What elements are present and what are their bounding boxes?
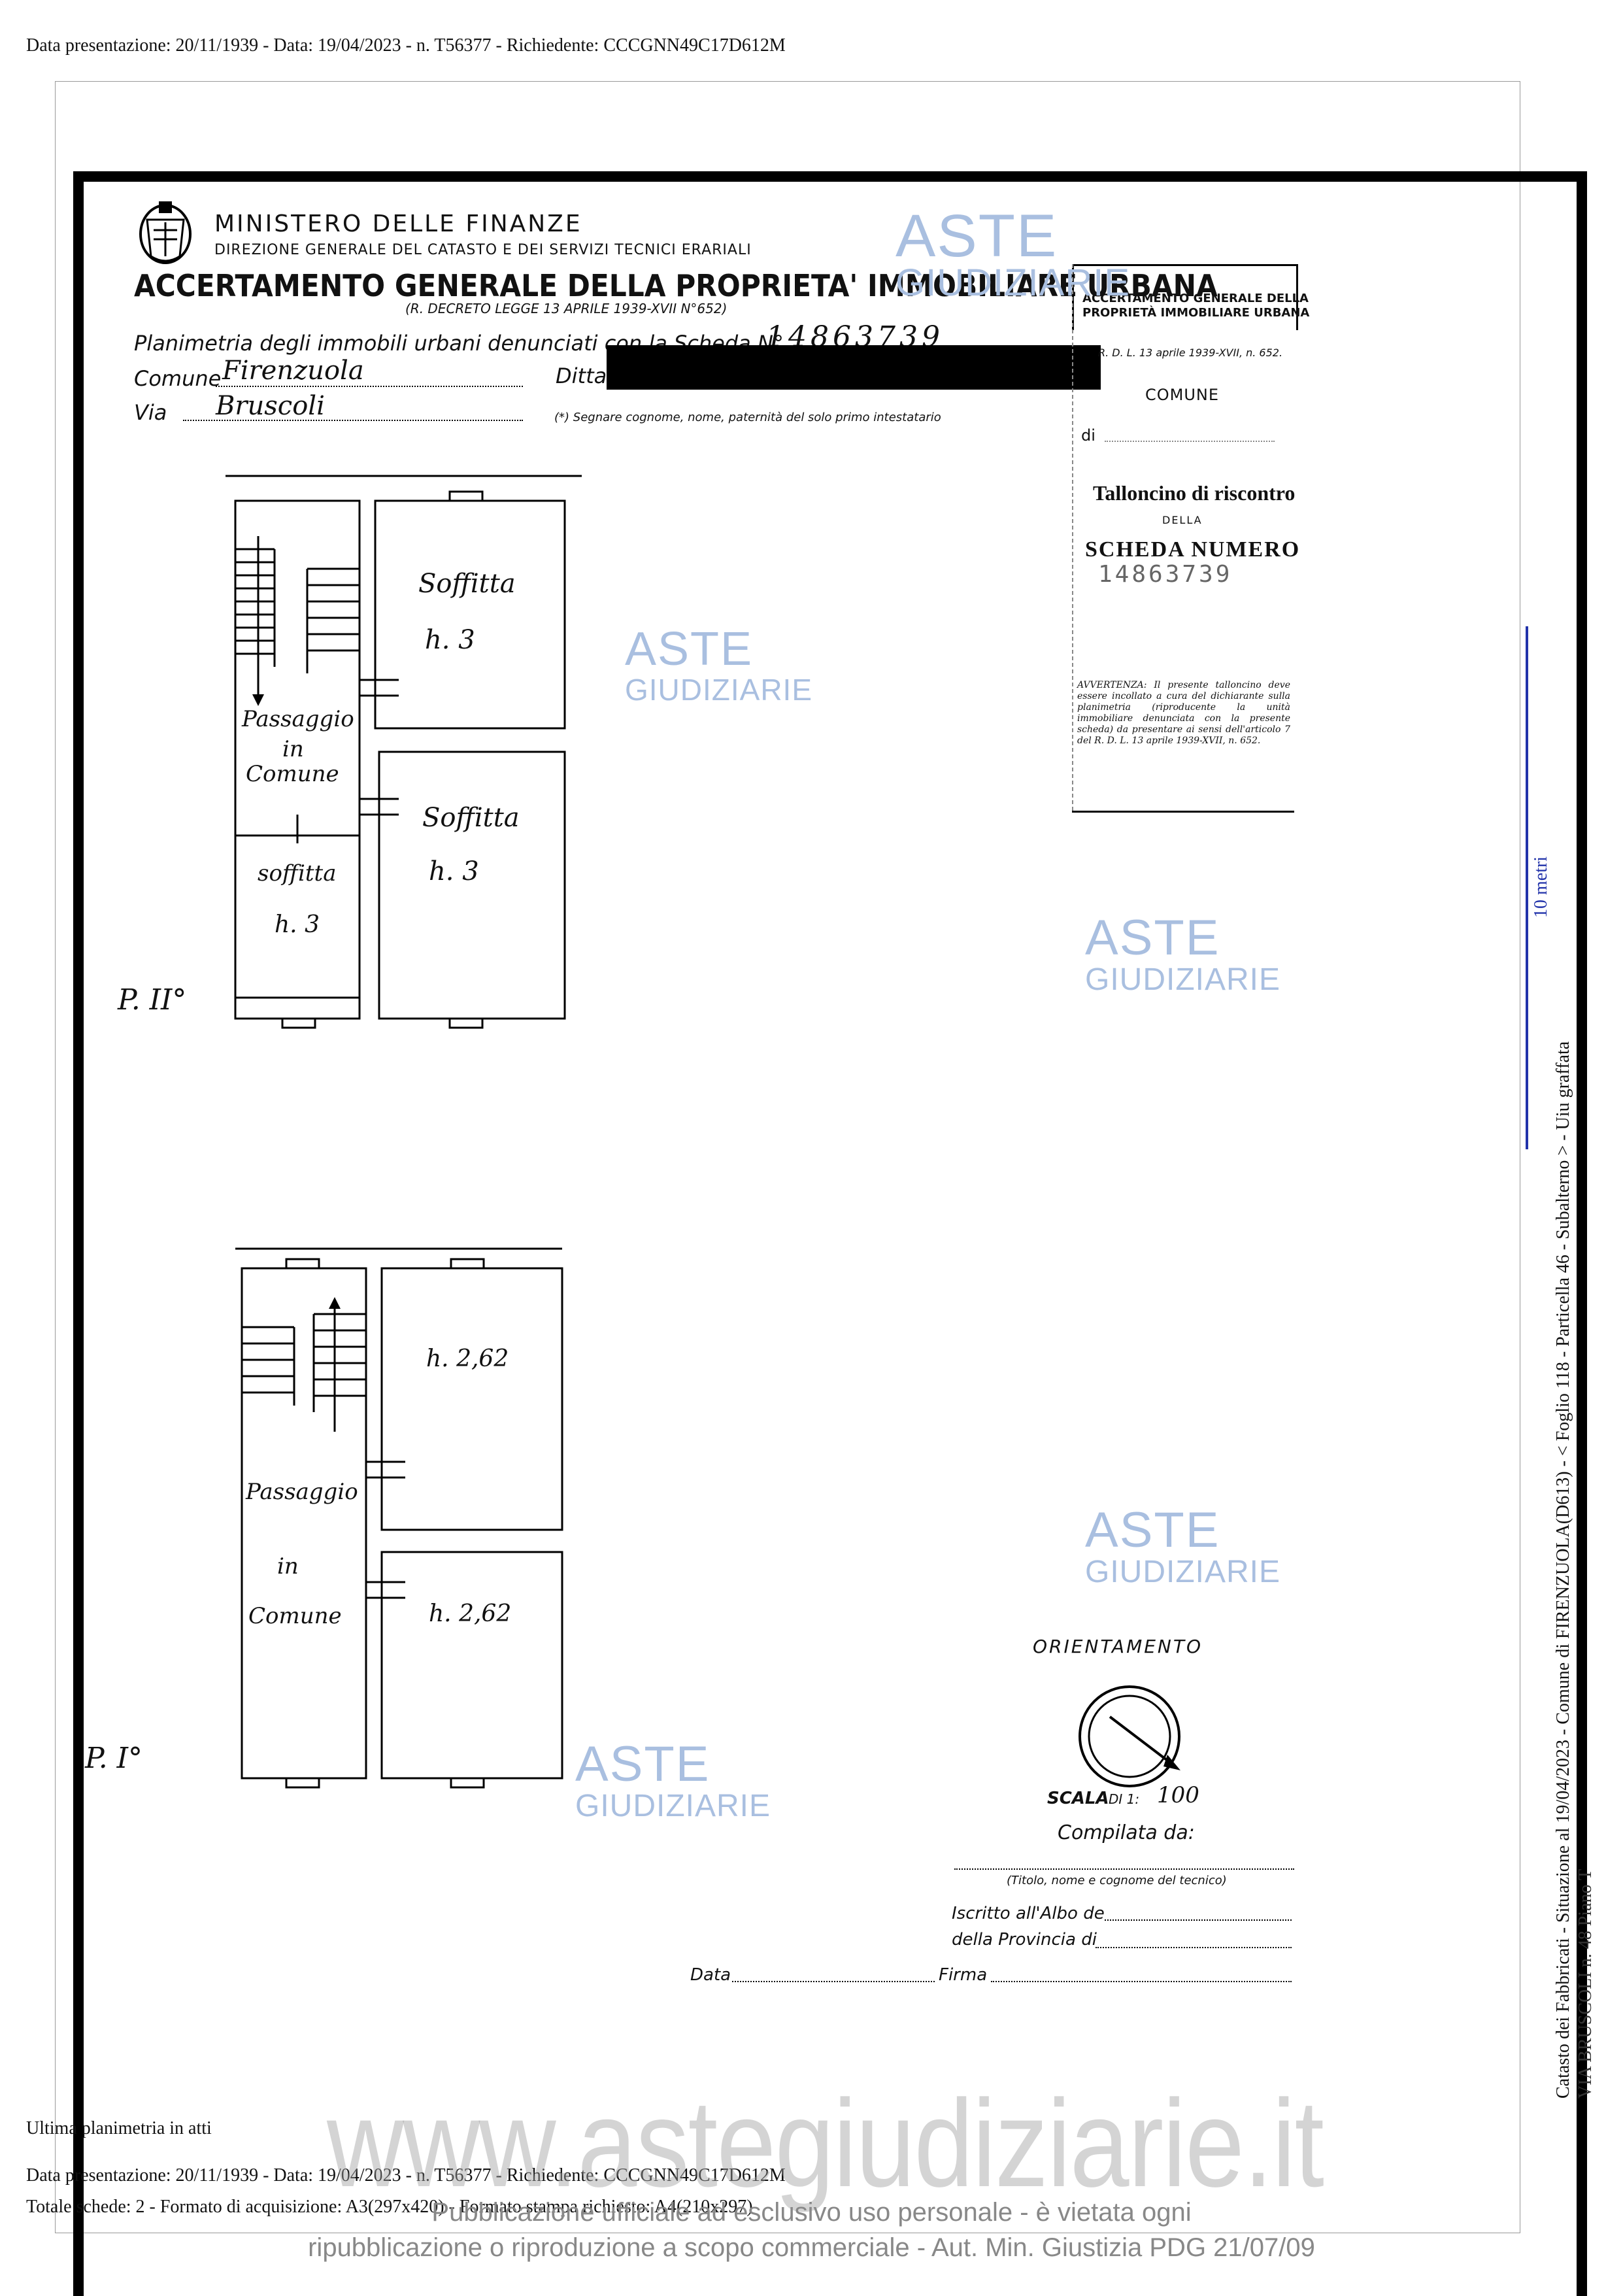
document-title: ACCERTAMENTO GENERALE DELLA PROPRIETA' I… [134, 268, 1218, 303]
room-lower-2 [380, 1551, 563, 1780]
watermark-logo-3: ASTE GIUDIZIARIE [1085, 910, 1281, 998]
corridor-lower [241, 1267, 367, 1780]
tecnico-underline [954, 1868, 1294, 1870]
stub-rdl: R. D. L. 13 aprile 1939-XVII, n. 652. [1098, 346, 1283, 359]
iscritto-albo: Iscritto all'Albo de [952, 1904, 1105, 1923]
stub-di: di [1081, 426, 1096, 445]
floor-plan-lower [235, 1247, 563, 1789]
footer-totale-line: Totale schede: 2 - Formato di acquisizio… [26, 2197, 753, 2217]
lower-room2-height: h. 2,62 [429, 1600, 512, 1627]
ministero-heading: MINISTERO DELLE FINANZE [214, 211, 582, 237]
upper-room3-height: h. 3 [275, 911, 320, 938]
redaction-bar [607, 345, 1101, 390]
firma-label: Firma [939, 1965, 988, 1985]
room-lower-1 [380, 1267, 563, 1531]
via-value: Bruscoli [216, 391, 325, 421]
top-info-line: Data presentazione: 20/11/1939 - Data: 1… [26, 35, 786, 56]
ditta-label: Ditta [556, 363, 607, 388]
pub-notice-line1: Pubblicazione ufficiale ad esclusivo uso… [431, 2198, 1192, 2227]
comune-label: Comune [134, 366, 222, 391]
crop-frame [55, 81, 1520, 2233]
scale-bar [1526, 626, 1528, 1149]
watermark-logo-top: ASTE GIUDIZIARIE [895, 203, 1131, 304]
site-watermark: www.astegiudiziarie.it [327, 2074, 1324, 2213]
lower-room1-height: h. 2,62 [426, 1345, 509, 1372]
comune-underline [216, 386, 523, 387]
side-catasto-text: Catasto dei Fabbricati - Situazione al 1… [1553, 1041, 1573, 2099]
comune-value: Firenzuola [222, 356, 364, 386]
floor-plan-upper [226, 475, 582, 1029]
compass-icon [1079, 1685, 1180, 1787]
watermark-logo-5: ASTE GIUDIZIARIE [575, 1736, 771, 1824]
room-soffitta-1 [374, 499, 566, 730]
watermark-logo-2: ASTE GIUDIZIARIE [625, 623, 813, 707]
stairs-upper [235, 536, 360, 706]
upper-room3-name: soffitta [258, 860, 337, 886]
stub-talloncino: Talloncino di riscontro [1093, 481, 1296, 505]
footer-ultima: Ultima planimetria in atti [26, 2118, 212, 2138]
stub-left-rule [1072, 264, 1073, 811]
upper-corridor-line1: Passaggio [242, 706, 354, 732]
footer-data-line: Data presentazione: 20/11/1939 - Data: 1… [26, 2165, 786, 2186]
emblem-icon [139, 201, 192, 264]
decreto-reference: (R. DECRETO LEGGE 13 APRILE 1939-XVII N°… [405, 301, 728, 316]
orientamento-title: ORIENTAMENTO [1033, 1636, 1203, 1657]
lower-corridor-line1: Passaggio [246, 1479, 358, 1505]
upper-room2-name: Soffitta [422, 803, 520, 833]
stub-scheda-numero: SCHEDA NUMERO [1085, 537, 1301, 562]
lower-corridor-line3: Comune [248, 1603, 342, 1629]
upper-room1-name: Soffitta [418, 569, 516, 599]
upper-corridor-line2: in [282, 736, 304, 762]
albo-underline [1105, 1919, 1292, 1921]
stub-bottom-rule [1072, 811, 1294, 813]
scala-di: DI 1: [1109, 1791, 1140, 1807]
provincia-label: della Provincia di [952, 1930, 1097, 1950]
side-address-text: VIA BRUSCOLI n. 48 Piano T [1575, 1868, 1596, 2099]
upper-room2-height: h. 3 [429, 856, 479, 886]
watermark-logo-4: ASTE GIUDIZIARIE [1085, 1502, 1281, 1590]
document-sheet [73, 171, 1587, 2296]
intestatario-note: (*) Segnare cognome, nome, paternità del… [554, 411, 941, 424]
pub-notice-line2: ripubblicazione o riproduzione a scopo c… [308, 2233, 1315, 2262]
upper-room1-height: h. 3 [425, 625, 475, 655]
stub-della: DELLA [1162, 514, 1203, 526]
upper-corridor-line3: Comune [246, 761, 339, 787]
stairs-lower [242, 1297, 366, 1432]
scala-value: 100 [1157, 1782, 1199, 1808]
firma-underline [991, 1981, 1292, 1982]
via-label: Via [134, 400, 167, 425]
lower-corridor-line2: in [277, 1553, 299, 1579]
scale-bar-label: 10 metri [1531, 856, 1551, 918]
stub-heading-line2: PROPRIETÀ IMMOBILIARE URBANA [1082, 306, 1310, 320]
titolo-tecnico-note: (Titolo, nome e cognome del tecnico) [1007, 1874, 1227, 1887]
scala-label: SCALA [1047, 1789, 1109, 1808]
compilata-da: Compilata da: [1058, 1821, 1195, 1844]
stub-heading-line1: ACCERTAMENTO GENERALE DELLA [1082, 292, 1309, 305]
data-underline [732, 1981, 935, 1982]
stub-comune: COMUNE [1145, 386, 1220, 404]
via-underline [183, 420, 523, 421]
direzione-heading: DIREZIONE GENERALE DEL CATASTO E DEI SER… [214, 242, 752, 258]
lower-floor-label: P. I° [85, 1742, 143, 1775]
stub-avvertenza: AVVERTENZA: Il presente talloncino deve … [1077, 680, 1290, 746]
provincia-underline [1096, 1947, 1292, 1948]
stub-numero-value: 14863739 [1098, 561, 1233, 588]
upper-floor-label: P. II° [118, 983, 187, 1017]
stub-di-underline [1105, 441, 1275, 442]
data-label: Data [690, 1965, 731, 1985]
